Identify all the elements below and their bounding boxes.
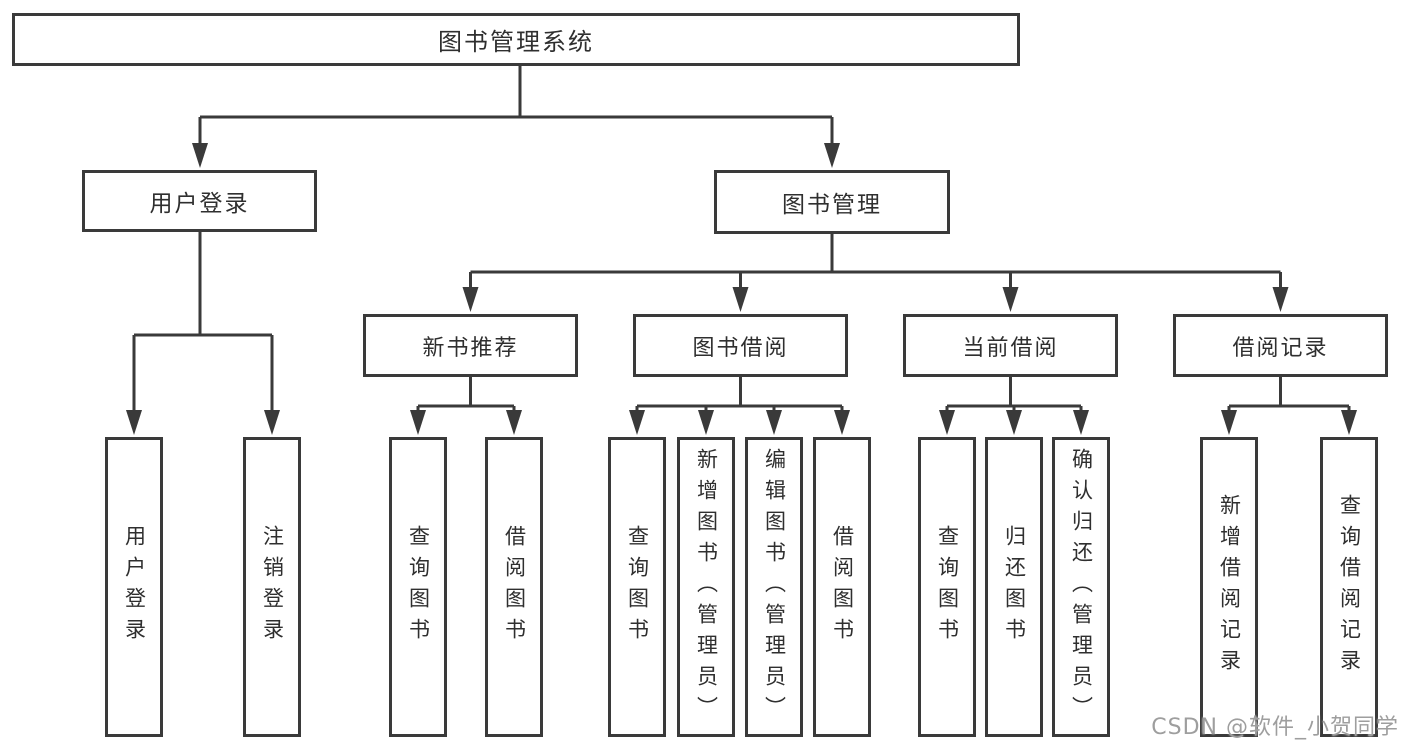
node-borrowing-records-label: 借阅记录 (1232, 335, 1329, 361)
csdn-watermark: CSDN @软件_小贺同学 (1151, 715, 1399, 740)
node-borrowing-records: 借阅记录 (1173, 314, 1388, 377)
node-new-book-recommendation-label: 新书推荐 (422, 335, 519, 361)
leaf-query-borrow-record-label: 查询借阅记录 (1337, 494, 1362, 680)
node-book-management: 图书管理 (714, 170, 950, 234)
leaf-logout: 注销登录 (243, 437, 301, 737)
leaf-logout-label: 注销登录 (260, 525, 285, 649)
node-book-borrowing: 图书借阅 (633, 314, 848, 377)
node-current-borrowing: 当前借阅 (903, 314, 1118, 377)
node-user-login-branch-label: 用户登录 (149, 191, 250, 217)
leaf-edit-books-admin: 编辑图书（管理员） (745, 437, 803, 737)
node-root-system-label: 图书管理系统 (438, 28, 594, 56)
leaf-confirm-return-admin: 确认归还（管理员） (1052, 437, 1110, 737)
leaf-query-books-recommend-label: 查询图书 (406, 525, 431, 649)
leaf-add-books-admin: 新增图书（管理员） (677, 437, 735, 737)
node-new-book-recommendation: 新书推荐 (363, 314, 578, 377)
leaf-user-login-label: 用户登录 (122, 525, 147, 649)
leaf-return-books: 归还图书 (985, 437, 1043, 737)
leaf-add-borrow-record-label: 新增借阅记录 (1217, 494, 1242, 680)
node-current-borrowing-label: 当前借阅 (962, 335, 1059, 361)
leaf-borrow-books: 借阅图书 (813, 437, 871, 737)
node-root-system: 图书管理系统 (12, 13, 1020, 66)
leaf-user-login: 用户登录 (105, 437, 163, 737)
leaf-add-borrow-record: 新增借阅记录 (1200, 437, 1258, 737)
leaf-query-books-current-label: 查询图书 (935, 525, 960, 649)
leaf-query-books-borrowing-label: 查询图书 (625, 525, 650, 649)
leaf-borrow-books-recommend-label: 借阅图书 (502, 525, 527, 649)
node-user-login-branch: 用户登录 (82, 170, 317, 232)
leaf-query-books-borrowing: 查询图书 (608, 437, 666, 737)
leaf-add-books-admin-label: 新增图书（管理员） (694, 447, 719, 727)
leaf-query-books-recommend: 查询图书 (389, 437, 447, 737)
leaf-edit-books-admin-label: 编辑图书（管理员） (762, 447, 787, 727)
leaf-query-borrow-record: 查询借阅记录 (1320, 437, 1378, 737)
leaf-borrow-books-label: 借阅图书 (830, 525, 855, 649)
leaf-confirm-return-admin-label: 确认归还（管理员） (1069, 447, 1094, 727)
leaf-borrow-books-recommend: 借阅图书 (485, 437, 543, 737)
leaf-return-books-label: 归还图书 (1002, 525, 1027, 649)
leaf-query-books-current: 查询图书 (918, 437, 976, 737)
node-book-management-label: 图书管理 (782, 192, 882, 218)
node-book-borrowing-label: 图书借阅 (692, 335, 789, 361)
